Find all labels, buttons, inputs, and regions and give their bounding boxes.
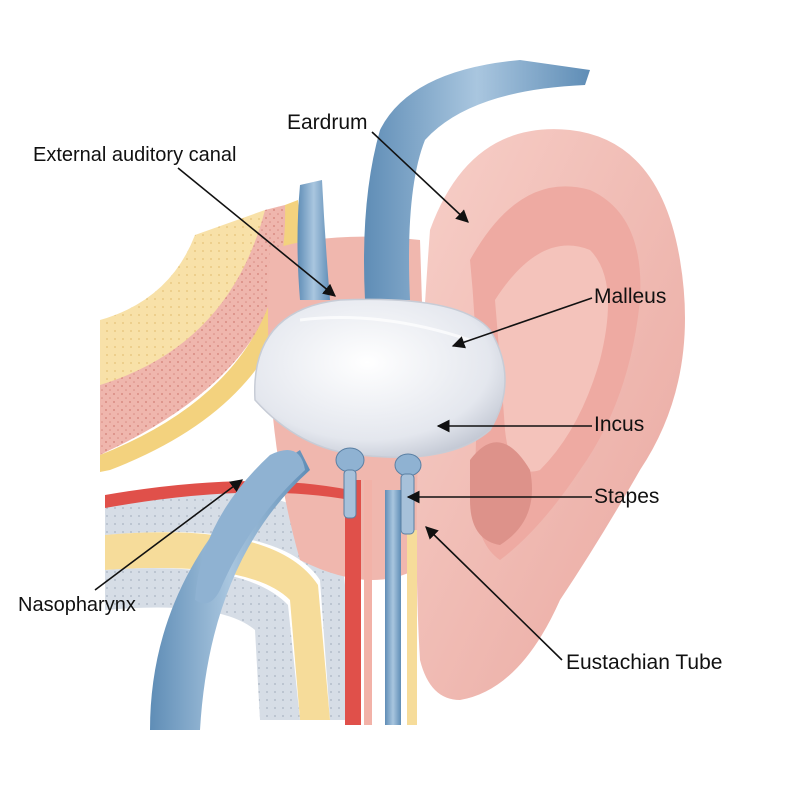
nasopharynx-tube bbox=[150, 450, 310, 730]
leader-lines bbox=[94, 131, 593, 661]
lower-tissue-layers bbox=[105, 491, 360, 720]
eustachian-leader bbox=[425, 526, 563, 661]
upper-tissue-layers bbox=[100, 200, 300, 472]
tube-opening bbox=[195, 450, 305, 604]
label-incus: Incus bbox=[594, 413, 645, 436]
label-external-auditory-canal: External auditory canal bbox=[33, 144, 237, 166]
label-eustachian-tube: Eustachian Tube bbox=[566, 651, 723, 674]
vertical-vessels bbox=[105, 480, 417, 725]
label-eardrum: Eardrum bbox=[287, 111, 368, 134]
canal-tube-top bbox=[297, 60, 590, 300]
canal-leader bbox=[177, 167, 336, 297]
ossicles bbox=[335, 447, 422, 535]
label-nasopharynx: Nasopharynx bbox=[18, 594, 136, 616]
membrane-highlight bbox=[299, 316, 471, 342]
malleus-leader bbox=[451, 297, 593, 349]
eardrum-leader bbox=[371, 131, 469, 223]
label-malleus: Malleus bbox=[594, 285, 667, 308]
label-stapes: Stapes bbox=[594, 485, 660, 508]
nasopharynx-leader bbox=[94, 479, 244, 591]
